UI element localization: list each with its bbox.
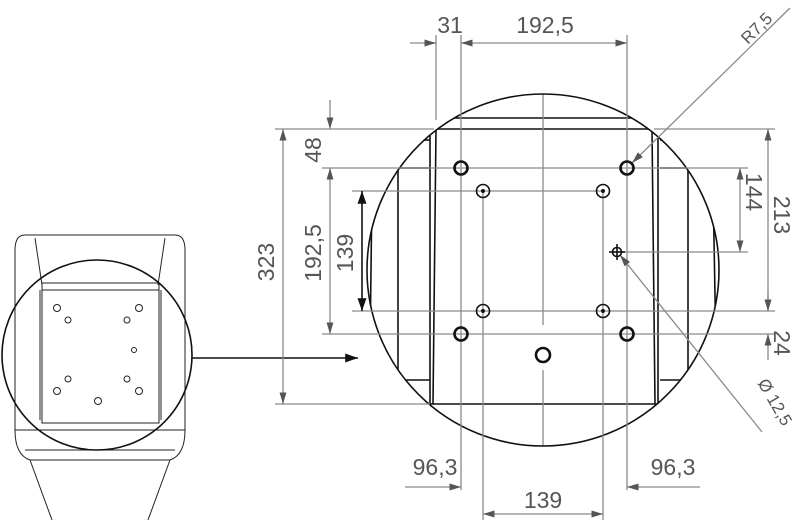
detail-circle	[366, 93, 720, 447]
dim-radius: R7,5	[737, 9, 776, 48]
threaded-hole	[475, 303, 491, 319]
crosshair-marker	[609, 244, 625, 260]
dim-right-upper: 144	[741, 173, 767, 212]
dim-bottom-left: 96,3	[413, 454, 458, 480]
hole	[453, 160, 469, 176]
detail-circle-thumbnail	[1, 259, 193, 451]
hole	[534, 346, 552, 364]
threaded-hole	[475, 183, 491, 199]
dim-right-overall: 213	[769, 196, 795, 234]
threaded-hole	[595, 303, 611, 319]
dim-top-spacing: 192,5	[516, 12, 574, 38]
mounting-holes	[453, 160, 635, 364]
hole	[453, 326, 469, 342]
threaded-hole	[595, 183, 611, 199]
dim-left-top-offset: 48	[300, 137, 326, 163]
dimension-lines	[275, 7, 791, 520]
overview-thumbnail	[1, 234, 193, 521]
detail-view	[369, 94, 717, 446]
dim-diameter: Ø 12,5	[754, 375, 796, 429]
dim-bottom-inner: 139	[524, 487, 562, 513]
dim-left-inner-spacing: 139	[332, 234, 358, 272]
dim-left-hole-spacing: 192,5	[300, 224, 326, 282]
dim-top-offset: 31	[437, 12, 463, 38]
hole	[619, 326, 635, 342]
hole	[619, 160, 635, 176]
dim-overall-height: 323	[253, 243, 279, 281]
dim-right-lower: 24	[769, 330, 795, 356]
dim-bottom-right: 96,3	[651, 454, 696, 480]
